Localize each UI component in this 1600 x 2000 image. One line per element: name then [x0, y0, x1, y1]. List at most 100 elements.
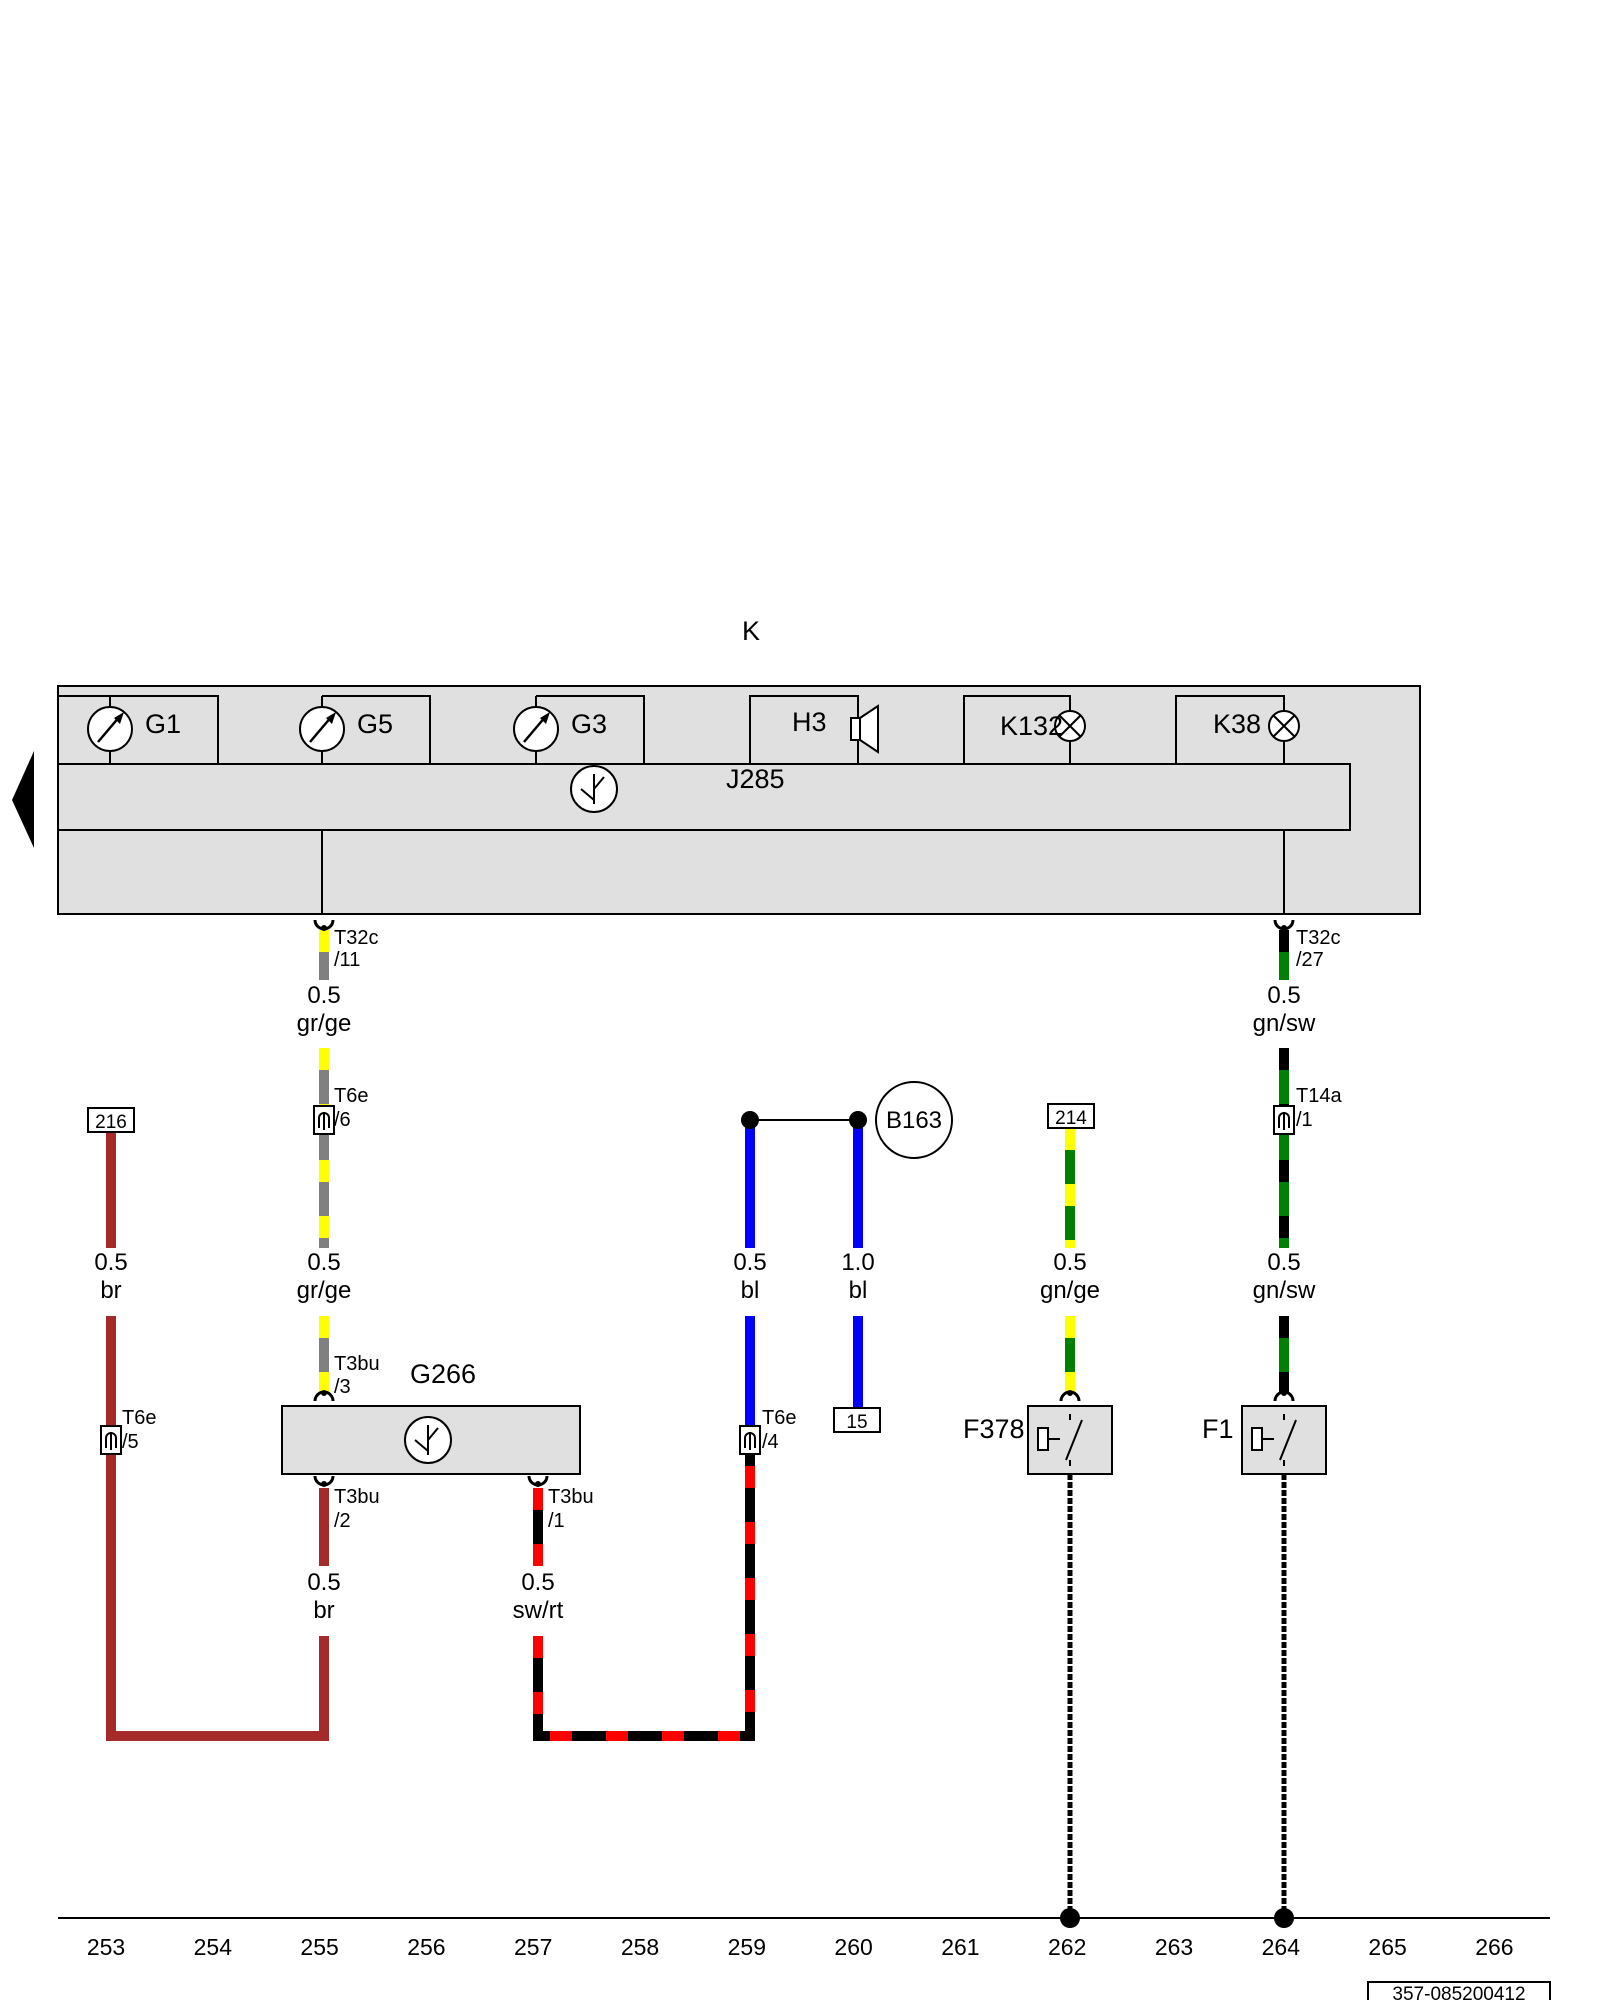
ruler-label: 260 — [834, 1934, 872, 1960]
label-f378: F378 — [963, 1414, 1025, 1444]
page-back-arrow-icon[interactable] — [12, 751, 34, 848]
connector-f1[interactable] — [1273, 1390, 1295, 1402]
component-g3[interactable]: G3 — [513, 695, 645, 764]
ruler-label: 265 — [1368, 1934, 1406, 1960]
pin-label-t3bu-3: T3bu /3 — [334, 1353, 380, 1398]
svg-text:0.5: 0.5 — [1267, 982, 1300, 1009]
component-k132[interactable]: K132 — [963, 695, 1086, 764]
svg-text:T6e: T6e — [122, 1407, 156, 1429]
svg-text:0.5: 0.5 — [307, 982, 340, 1009]
buzzer-icon — [850, 717, 861, 741]
svg-text:T32c: T32c — [1296, 927, 1340, 949]
component-j285[interactable]: J285 — [57, 763, 1351, 831]
svg-text:gn/sw: gn/sw — [1253, 1277, 1316, 1304]
wire-label: 0.5 bl — [733, 1249, 766, 1304]
svg-text:br: br — [313, 1597, 334, 1624]
svg-text:T3bu: T3bu — [334, 1486, 380, 1508]
svg-text:T14a: T14a — [1296, 1085, 1342, 1107]
svg-text:216: 216 — [95, 1112, 127, 1133]
svg-text:T3bu: T3bu — [548, 1486, 594, 1508]
label-g266: G266 — [410, 1359, 476, 1389]
wire-label: 0.5 gn/sw — [1253, 982, 1316, 1037]
ruler-label: 262 — [1048, 1934, 1086, 1960]
ruler-label: 254 — [194, 1934, 233, 1960]
connector-t3bu-2[interactable] — [313, 1475, 335, 1487]
ground-junction — [1060, 1908, 1080, 1928]
svg-text:0.5: 0.5 — [307, 1249, 340, 1276]
pin-label-t3bu-1: T3bu /1 — [548, 1486, 594, 1532]
component-h3[interactable]: H3 — [749, 695, 879, 764]
svg-text:/1: /1 — [1296, 1109, 1313, 1131]
connector-f378[interactable] — [1059, 1390, 1081, 1402]
diagram-title: K — [742, 616, 760, 646]
svg-text:/11: /11 — [334, 949, 360, 971]
svg-text:gn/sw: gn/sw — [1253, 1010, 1316, 1037]
svg-text:0.5: 0.5 — [1053, 1249, 1086, 1276]
connector-t6e-6[interactable] — [313, 1105, 335, 1135]
svg-text:/2: /2 — [334, 1510, 351, 1532]
label-f1: F1 — [1202, 1414, 1234, 1444]
connector-t32c-11[interactable] — [313, 919, 335, 931]
ruler-label: 253 — [87, 1934, 125, 1960]
ground-junction — [1274, 1908, 1294, 1928]
wire-sw-rt-stripe — [533, 1452, 755, 1741]
label-g3: G3 — [571, 709, 607, 739]
svg-text:/6: /6 — [334, 1109, 351, 1131]
component-f378[interactable]: F378 — [963, 1405, 1113, 1475]
component-g266[interactable]: G266 — [281, 1359, 581, 1475]
wire-br — [106, 1316, 329, 1741]
pin-label-t6e-6: T6e /6 — [334, 1085, 368, 1131]
connector-t14a-1[interactable] — [1273, 1105, 1295, 1135]
ruler-label: 258 — [621, 1934, 659, 1960]
wire-label: 0.5 gn/ge — [1040, 1249, 1100, 1304]
svg-text:1.0: 1.0 — [841, 1249, 874, 1276]
wire-label: 0.5 br — [307, 1569, 340, 1624]
pin-label-t32c-27: T32c /27 — [1296, 927, 1340, 971]
wires-layer — [106, 930, 1289, 1918]
pin-label-t6e-5: T6e /5 — [122, 1407, 156, 1453]
terminal-15[interactable]: 15 — [833, 1407, 881, 1433]
svg-text:214: 214 — [1055, 1108, 1087, 1129]
svg-text:357-085200412: 357-085200412 — [1392, 1984, 1525, 2000]
pin-label-t6e-4: T6e /4 — [762, 1407, 796, 1453]
svg-text:T3bu: T3bu — [334, 1353, 380, 1375]
wire-label: 0.5 gn/sw — [1253, 1249, 1316, 1304]
connector-t3bu-3[interactable] — [313, 1390, 335, 1402]
label-k38: K38 — [1213, 709, 1261, 739]
wire-label: 1.0 bl — [841, 1249, 874, 1304]
connector-t6e-5[interactable] — [100, 1425, 122, 1455]
ruler-label: 264 — [1262, 1934, 1301, 1960]
svg-text:0.5: 0.5 — [733, 1249, 766, 1276]
component-f1[interactable]: F1 — [1202, 1405, 1327, 1475]
svg-text:T6e: T6e — [762, 1407, 796, 1429]
ruler-label: 263 — [1155, 1934, 1193, 1960]
svg-text:sw/rt: sw/rt — [513, 1597, 564, 1624]
svg-text:/3: /3 — [334, 1376, 351, 1398]
pin-label-t32c-11: T32c /11 — [334, 927, 378, 971]
svg-text:br: br — [100, 1277, 121, 1304]
pin-label-t14a-1: T14a /1 — [1296, 1085, 1342, 1131]
ruler-label: 266 — [1475, 1934, 1513, 1960]
svg-text:0.5: 0.5 — [94, 1249, 127, 1276]
connector-t6e-4[interactable] — [739, 1425, 761, 1455]
svg-text:gr/ge: gr/ge — [297, 1010, 352, 1037]
label-g5: G5 — [357, 709, 393, 739]
component-g5[interactable]: G5 — [299, 695, 431, 764]
component-b163[interactable]: B163 — [875, 1081, 953, 1159]
pin-label-t3bu-2: T3bu /2 — [334, 1486, 380, 1532]
svg-text:/27: /27 — [1296, 949, 1324, 971]
connector-t32c-27[interactable] — [1273, 919, 1295, 931]
label-g1: G1 — [145, 709, 181, 739]
wire-label: 0.5 sw/rt — [513, 1569, 564, 1624]
component-g1[interactable]: G1 — [58, 695, 219, 764]
terminal-214[interactable]: 214 — [1047, 1103, 1095, 1129]
connectors-layer — [100, 919, 1295, 1487]
terminal-216[interactable]: 216 — [87, 1107, 135, 1133]
label-b163: B163 — [886, 1107, 942, 1134]
component-k38[interactable]: K38 — [1175, 695, 1300, 764]
switch-icon — [1037, 1427, 1049, 1451]
document-id: 357-085200412 — [1367, 1981, 1551, 2000]
connector-t3bu-1[interactable] — [527, 1475, 549, 1487]
